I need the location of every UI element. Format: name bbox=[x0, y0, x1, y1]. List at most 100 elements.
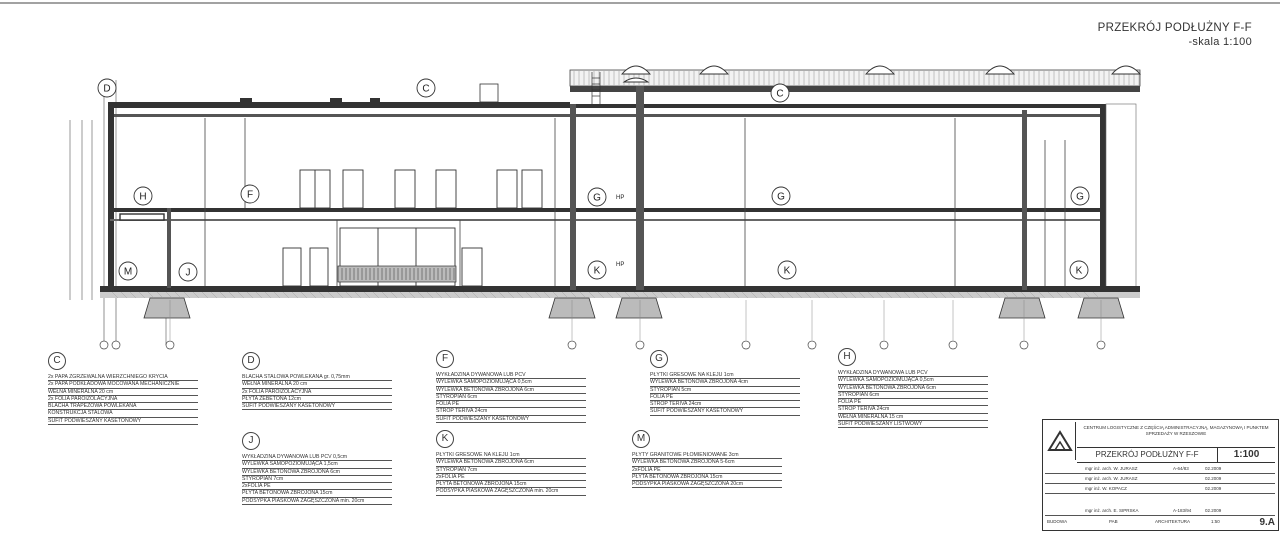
stamp-phase: PAB bbox=[1109, 519, 1118, 524]
stamp-person-row: mgr inż. arch. W. JURASZ 02.2009 bbox=[1045, 474, 1275, 484]
section-bubble-circle bbox=[240, 184, 260, 204]
legend-layer-row: PŁYTKI GRESOWE NA KLEJU 1cm bbox=[650, 372, 800, 380]
legend-layer-row: WYLEWKA BETONOWA ZBROJONA 6cm bbox=[436, 459, 586, 467]
section-bubble-circle bbox=[133, 186, 153, 206]
legend-layer-row: WYLEWKA BETONOWA ZBROJONA 6cm bbox=[436, 387, 586, 394]
section-bubble-label: G bbox=[777, 192, 785, 203]
axis-marker bbox=[567, 340, 577, 350]
stamp-sheet-number: 9.A bbox=[1259, 517, 1275, 528]
legend-layer-row: SUFIT PODWIESZANY KASETONOWY bbox=[242, 403, 392, 411]
legend-layer-row: 2xFOLIA PE bbox=[632, 467, 782, 474]
section-bubble-circle bbox=[416, 78, 436, 98]
grid-axis-markers bbox=[99, 300, 1106, 350]
section-bubble-label: K bbox=[784, 266, 791, 277]
legend-layer-row: WYKŁADZINA DYWANOWA LUB PCV bbox=[838, 370, 988, 378]
axis-marker bbox=[1096, 340, 1106, 350]
stamp-branch: ARCHITEKTURA bbox=[1155, 519, 1191, 524]
hp-label: HP bbox=[616, 195, 624, 201]
section-bubble-circle bbox=[587, 187, 607, 207]
radiator-fins bbox=[341, 268, 455, 280]
stamp-person-name: mgr inż. arch. W. JURASZ bbox=[1085, 476, 1138, 481]
legend-H-bubble: H bbox=[838, 348, 856, 366]
section-bubble-label: C bbox=[422, 84, 429, 95]
interior-partitions bbox=[204, 118, 1066, 286]
axis-marker bbox=[165, 340, 175, 350]
section-bubble-circle bbox=[118, 261, 138, 281]
legend-layer-row: PODSYPKA PIASKOWA ZAGĘSZCZONA min. 20cm bbox=[436, 488, 586, 496]
axis-marker bbox=[948, 340, 958, 350]
legend-layer-row: PŁYTKI GRESOWE NA KLEJU 1cm bbox=[436, 452, 586, 460]
stamp-person-lic: A-183/94 bbox=[1173, 508, 1192, 513]
legend-layer-row: WYLEWKA SAMOPOZIOMUJĄCA 0,5cm bbox=[838, 377, 988, 385]
legend-layer-row: PŁYTY GRANITOWE PŁOMIENIOWANE 3cm bbox=[632, 452, 782, 460]
axis-marker bbox=[99, 340, 109, 350]
legend-D-bubble: D bbox=[242, 352, 260, 370]
ground-subbase bbox=[100, 292, 1140, 298]
ceiling-left bbox=[110, 114, 570, 117]
stamp-person-lic: A-64/83 bbox=[1173, 466, 1189, 471]
legend-layer-row: 2xFOLIA PE bbox=[436, 474, 586, 482]
legend-layer-row: WYLEWKA BETONOWA ZBROJONA 6cm bbox=[838, 385, 988, 392]
legend-M-bubble: M bbox=[632, 430, 650, 448]
radiator-bank bbox=[337, 265, 457, 283]
legend-layer-row: 2xFOLIA PE bbox=[242, 483, 392, 491]
section-bubble-label: H bbox=[139, 192, 146, 203]
legend-layer-row: PODSYPKA PIASKOWA ZAGĘSZCZONA 20cm bbox=[632, 481, 782, 489]
stamp-person-row: mgr inż. arch. W. JURASZ A-64/83 02.2009 bbox=[1045, 464, 1275, 474]
legend-layer-row: STYROPIAN 7cm bbox=[436, 467, 586, 474]
legend-layer-row: PŁYTA BETONOWA ZBROJONA 15cm bbox=[436, 481, 586, 489]
legend-layer-row: 2x FOLIA PAROIZOLACYJNA bbox=[242, 389, 392, 396]
roof-vent bbox=[479, 83, 499, 103]
stamp-person-name: mgr inż. arch. W. JURASZ bbox=[1085, 466, 1138, 471]
section-bubble-label: G bbox=[1076, 192, 1084, 203]
stamp-footer: BUDOWA PAB ARCHITEKTURA 1:50 bbox=[1045, 517, 1245, 527]
legend-layer-row: WEŁNA MINERALNA 20 cm bbox=[48, 389, 198, 396]
legend-G-bubble: G bbox=[650, 350, 668, 368]
section-bubble-circle bbox=[777, 260, 797, 280]
section-bubble-label: K bbox=[1076, 266, 1083, 277]
skylights bbox=[621, 65, 1141, 83]
columns bbox=[167, 86, 1027, 290]
legend-layer-row: BLACHA STALOWA POWLEKANA gr. 0,75mm bbox=[242, 374, 392, 382]
legend-layer-row: STYROPIAN 5cm bbox=[650, 387, 800, 394]
legend-layer-row: WYLEWKA BETONOWA ZBROJONA 6cm bbox=[242, 469, 392, 476]
stamp-person-date: 02.2009 bbox=[1205, 508, 1222, 513]
axis-marker bbox=[111, 340, 121, 350]
roof-slab-right bbox=[570, 86, 1140, 92]
legend-layer-row: PŁYTA ŻEBETONA 12cm bbox=[242, 396, 392, 404]
legend-layer-row: FOLIA PE bbox=[650, 394, 800, 402]
section-bubble-label: D bbox=[103, 84, 110, 95]
title-stamp: CENTRUM LOGISTYCZNE Z CZĘŚCIĄ ADMINISTRA… bbox=[1042, 419, 1279, 531]
axis-marker bbox=[1019, 340, 1029, 350]
legend-layer-row: STYROPIAN 6cm bbox=[838, 392, 988, 400]
legend-layer-row: STYROPIAN 6cm bbox=[436, 394, 586, 402]
first-floor-slab bbox=[110, 208, 1100, 212]
stamp-person-name: mgr inż. arch. E. SIPRSKA bbox=[1085, 508, 1139, 513]
stamp-stage: BUDOWA bbox=[1047, 519, 1068, 524]
axis-marker bbox=[741, 340, 751, 350]
legend-layer-row: SUFIT PODWIESZANY KASETONOWY bbox=[48, 418, 198, 426]
drawing-title-block: PRZEKRÓJ PODŁUŻNY F-F -skala 1:100 bbox=[1098, 22, 1252, 48]
legend-layer-row: SUFIT PODWIESZANY LISTWOWY bbox=[838, 421, 988, 429]
stamp-sheet-scale: 1:50 bbox=[1211, 519, 1220, 524]
legend-layer-row: SUFIT PODWIESZANY KASETONOWY bbox=[650, 408, 800, 416]
legend-layer-row: WYKŁADZINA DYWANOWA LUB PCV 0,5cm bbox=[242, 454, 392, 462]
section-bubble-circle bbox=[1070, 186, 1090, 206]
legend-layer-row: WYLEWKA BETONOWA ZBROJONA 5-6cm bbox=[632, 459, 782, 467]
legend-J-bubble: J bbox=[242, 432, 260, 450]
section-bubble-label: M bbox=[124, 267, 132, 278]
section-bubble-circle bbox=[178, 262, 198, 282]
wall-left bbox=[108, 102, 114, 290]
legend-layer-row: KONSTRUKCJA STALOWA bbox=[48, 410, 198, 418]
